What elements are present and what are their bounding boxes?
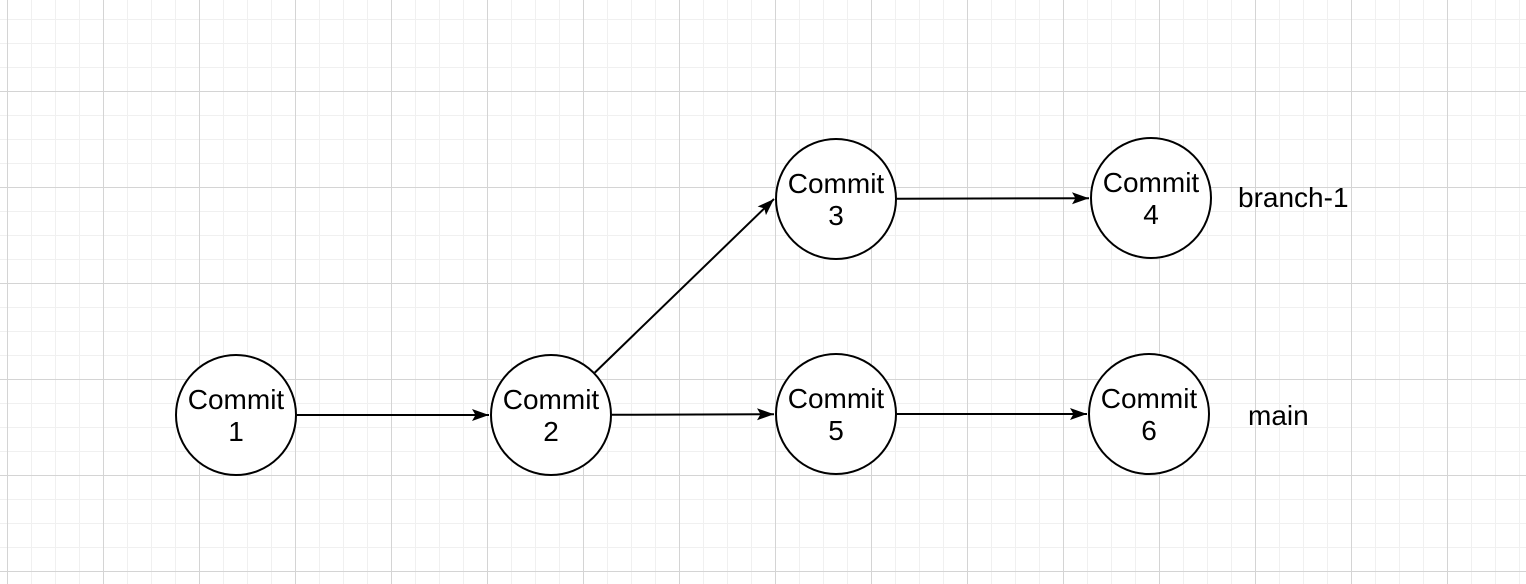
node-circle-commit-5[interactable] <box>775 353 897 475</box>
labels-layer: branch-1 main <box>1238 182 1349 431</box>
edge-commit-3-to-commit-4[interactable] <box>896 192 1090 205</box>
edges-layer <box>297 192 1090 421</box>
branch-label-main[interactable]: main <box>1248 400 1309 431</box>
edge-commit-2-to-commit-5[interactable] <box>611 408 775 421</box>
node-circle-commit-1[interactable] <box>175 354 297 476</box>
node-circle-commit-3[interactable] <box>775 138 897 260</box>
node-circle-commit-2[interactable] <box>490 354 612 476</box>
node-circle-commit-6[interactable] <box>1088 353 1210 475</box>
node-circle-commit-4[interactable] <box>1090 137 1212 259</box>
edge-commit-2-to-commit-3[interactable] <box>594 198 775 374</box>
branch-label-branch-1[interactable]: branch-1 <box>1238 182 1349 213</box>
